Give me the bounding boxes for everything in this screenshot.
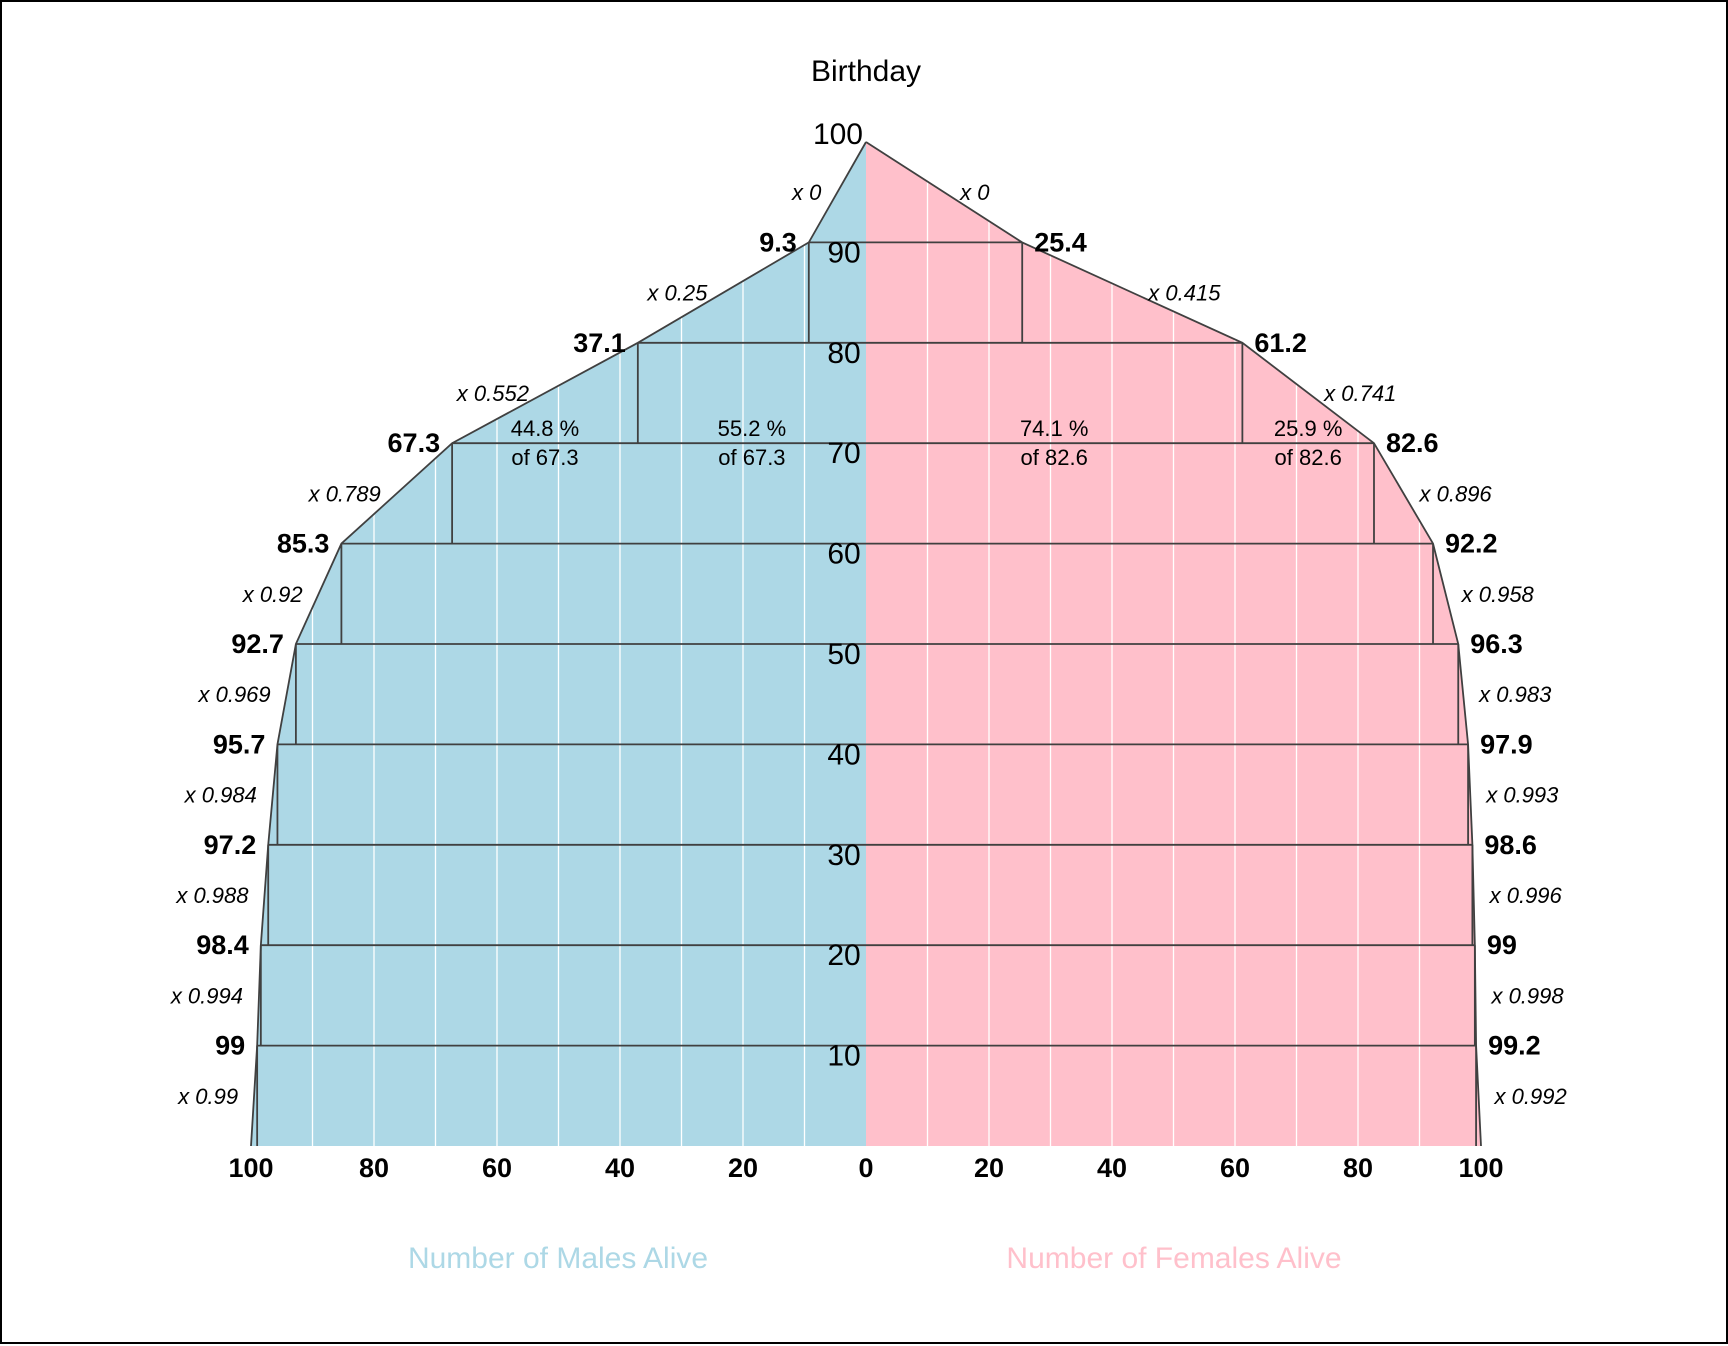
females-ratio-label: x 0.958 — [1461, 582, 1535, 607]
legend-females: Number of Females Alive — [1006, 1242, 1341, 1275]
females-ratio-label: x 0.998 — [1490, 983, 1564, 1008]
annotation-females_lower-pct: 74.1 % — [1020, 416, 1089, 441]
males-ratio-label: x 0.552 — [456, 381, 529, 406]
age-tick-label: 90 — [827, 236, 860, 269]
age-tick-label: 30 — [827, 839, 860, 872]
annotation-males_upper-pct: 44.8 % — [511, 416, 580, 441]
females-count-label: 92.2 — [1445, 529, 1498, 559]
x-tick-left: 80 — [359, 1153, 389, 1183]
males-count-label: 97.2 — [204, 830, 257, 860]
males-ratio-label: x 0.984 — [184, 783, 257, 808]
annotation-females_upper-of: of 82.6 — [1275, 445, 1342, 470]
females-ratio-label: x 0.996 — [1489, 883, 1563, 908]
males-count-label: 9.3 — [759, 227, 797, 257]
age-tick-label: 20 — [827, 939, 860, 972]
males-ratio-label: x 0.994 — [170, 983, 243, 1008]
x-tick-right: 20 — [974, 1153, 1004, 1183]
females-count-label: 61.2 — [1254, 328, 1307, 358]
males-ratio-label: x 0.99 — [177, 1084, 238, 1109]
x-tick-right: 100 — [1458, 1153, 1503, 1183]
x-tick-right: 40 — [1097, 1153, 1127, 1183]
annotation-males_lower-of: of 67.3 — [718, 445, 785, 470]
females-ratio-label: x 0.992 — [1494, 1084, 1567, 1109]
females-count-label: 82.6 — [1386, 428, 1439, 458]
females-count-label: 96.3 — [1470, 629, 1523, 659]
age-tick-label: 80 — [827, 337, 860, 370]
annotation-males_lower-pct: 55.2 % — [718, 416, 787, 441]
age-tick-label: 10 — [827, 1040, 860, 1073]
males-ratio-label: x 0 — [791, 180, 822, 205]
males-count-label: 67.3 — [388, 428, 441, 458]
legend-males: Number of Males Alive — [408, 1242, 708, 1275]
males-count-label: 92.7 — [231, 629, 284, 659]
x-tick-left: 40 — [605, 1153, 635, 1183]
x-tick-right: 60 — [1220, 1153, 1250, 1183]
males-ratio-label: x 0.789 — [308, 481, 381, 506]
females-count-label: 99 — [1487, 930, 1517, 960]
x-tick-right: 80 — [1343, 1153, 1373, 1183]
males-ratio-label: x 0.25 — [646, 281, 708, 306]
annotation-females_lower-of: of 82.6 — [1021, 445, 1088, 470]
males-ratio-label: x 0.92 — [242, 582, 303, 607]
females-count-label: 97.9 — [1480, 729, 1533, 759]
x-tick-left: 20 — [728, 1153, 758, 1183]
age-tick-label: 60 — [827, 538, 860, 571]
males-ratio-label: x 0.969 — [197, 682, 270, 707]
females-ratio-label: x 0.993 — [1485, 783, 1559, 808]
age-tick-label: 50 — [827, 638, 860, 671]
males-count-label: 98.4 — [196, 930, 249, 960]
chart-title: Birthday — [811, 55, 921, 88]
x-tick-left: 100 — [228, 1153, 273, 1183]
females-ratio-label: x 0.983 — [1478, 682, 1552, 707]
males-count-label: 95.7 — [213, 729, 266, 759]
males-ratio-label: x 0.988 — [175, 883, 249, 908]
age-tick-label: 70 — [827, 437, 860, 470]
annotation-females_upper-pct: 25.9 % — [1274, 416, 1343, 441]
females-count-label: 99.2 — [1488, 1031, 1541, 1061]
x-tick-left: 60 — [482, 1153, 512, 1183]
females-ratio-label: x 0.741 — [1323, 381, 1396, 406]
females-ratio-label: x 0 — [959, 180, 990, 205]
females-count-label: 25.4 — [1034, 227, 1087, 257]
age-tick-label: 40 — [827, 738, 860, 771]
annotation-males_upper-of: of 67.3 — [511, 445, 578, 470]
males-count-label: 85.3 — [277, 529, 330, 559]
females-ratio-label: x 0.415 — [1147, 281, 1221, 306]
males-count-label: 37.1 — [573, 328, 626, 358]
age-tick-label: 100 — [813, 118, 863, 151]
females-count-label: 98.6 — [1484, 830, 1537, 860]
females-ratio-label: x 0.896 — [1419, 481, 1493, 506]
males-count-label: 99 — [215, 1031, 245, 1061]
x-tick-left: 0 — [858, 1153, 873, 1183]
